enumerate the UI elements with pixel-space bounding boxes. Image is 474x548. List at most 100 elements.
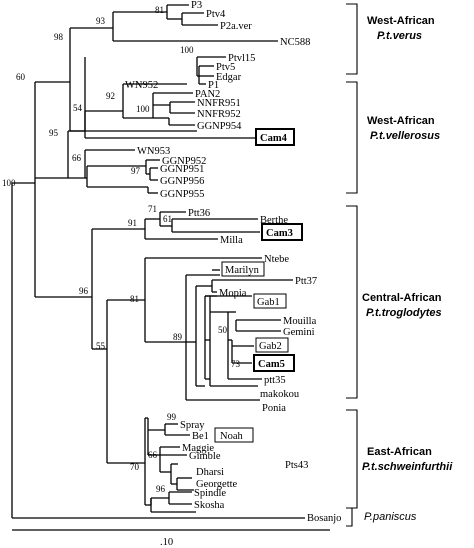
tip-label-GGNP951: GGNP951 xyxy=(160,164,204,175)
group-label-paniscus: P.paniscus xyxy=(364,511,417,523)
bootstrap-label: 70 xyxy=(130,462,140,472)
tip-label-Gimble: Gimble xyxy=(189,451,221,462)
tip-label-Maggie: Maggie xyxy=(182,443,214,454)
tip-label-Gemini: Gemini xyxy=(283,327,315,338)
bootstrap-label: 96 xyxy=(79,286,89,296)
group-label-central: Central-African xyxy=(362,292,442,304)
tip-label-Ptvl15: Ptvl15 xyxy=(228,53,255,64)
bootstrap-label: 100 xyxy=(2,178,16,188)
bootstrap-label: 92 xyxy=(106,91,115,101)
bootstrap-label: 81 xyxy=(155,5,164,15)
tip-label-Bosanjo: Bosanjo xyxy=(307,513,341,524)
tip-label-Ntebe: Ntebe xyxy=(264,254,289,265)
tip-label-Skosha: Skosha xyxy=(194,500,225,511)
central-leaf-branches xyxy=(205,269,220,297)
bootstrap-label: 100 xyxy=(136,104,150,114)
tip-label-P1: P1 xyxy=(208,80,219,91)
tip-label-WN953: WN953 xyxy=(137,146,170,157)
tip-label-NNFR951: NNFR951 xyxy=(197,98,241,109)
group-label-east: East-African xyxy=(367,446,432,458)
bracket-vellerosus xyxy=(346,81,358,194)
tip-label-WN952: WN952 xyxy=(125,80,158,91)
tip-label-Gab1: Gab1 xyxy=(257,297,280,308)
gab2-highlight-box xyxy=(255,337,289,353)
bootstrap-label: 60 xyxy=(16,72,26,82)
tip-label-ptt35: ptt35 xyxy=(264,375,286,386)
tip-label-Dharsi: Dharsi xyxy=(196,467,224,478)
tip-label-GGNP954: GGNP954 xyxy=(197,121,242,132)
bootstrap-label: 66 xyxy=(72,153,82,163)
bootstrap-values: 81 93 98 100 60 92 100 54 95 97 66 100 7… xyxy=(2,5,241,494)
tip-label-NC588: NC588 xyxy=(280,37,310,48)
bootstrap-label: 50 xyxy=(218,325,228,335)
tip-label-GGNP956: GGNP956 xyxy=(160,176,204,187)
scale-bar-label: .10 xyxy=(160,537,173,548)
tip-labels: P3 Ptv4 P2a.ver NC588 Ptvl15 Ptv5 Edgar … xyxy=(125,0,341,524)
tip-label-Cam4: Cam4 xyxy=(260,133,288,144)
group-labels: West-African P.t.verus West-African P.t.… xyxy=(362,15,453,523)
tip-label-GGNP955: GGNP955 xyxy=(160,189,204,200)
bootstrap-label: 89 xyxy=(173,332,183,342)
tip-label-Milla: Milla xyxy=(220,235,243,246)
group-label-schweinfurthii-species: P.t.schweinfurthii xyxy=(362,461,453,473)
bootstrap-label: 95 xyxy=(49,128,59,138)
bootstrap-label: 66 xyxy=(148,450,158,460)
cam3-highlight-box xyxy=(261,223,303,241)
bracket-verus xyxy=(346,3,358,75)
group-label-troglodytes-species: P.t.troglodytes xyxy=(366,307,442,319)
tip-label-Mopia: Mopia xyxy=(219,288,247,299)
tip-label-NNFR952: NNFR952 xyxy=(197,109,241,120)
tip-label-Gab2: Gab2 xyxy=(259,341,282,352)
tip-label-Mouilla: Mouilla xyxy=(283,316,317,327)
gab1-highlight-box xyxy=(253,293,287,309)
tip-label-Bel: Be1 xyxy=(192,431,209,442)
bootstrap-label: 91 xyxy=(128,218,137,228)
tip-label-P2aver: P2a.ver xyxy=(220,21,252,32)
tip-label-Marilyn: Marilyn xyxy=(225,265,260,276)
bootstrap-label: 54 xyxy=(73,103,83,113)
scale-bar: .10 xyxy=(12,529,330,548)
tip-label-Pts43: Pts43 xyxy=(285,460,308,471)
tree-branches xyxy=(11,4,305,519)
bootstrap-label: 71 xyxy=(148,204,157,214)
tip-label-Spindle: Spindle xyxy=(194,488,226,499)
tip-label-Ptt36: Ptt36 xyxy=(188,208,210,219)
bootstrap-label: 96 xyxy=(156,484,166,494)
tip-label-Ptv4: Ptv4 xyxy=(206,9,226,20)
bootstrap-label: 73 xyxy=(231,359,241,369)
tip-label-Ptt37: Ptt37 xyxy=(295,276,317,287)
bracket-schweinfurthii xyxy=(346,409,358,509)
noah-highlight-box xyxy=(214,427,254,443)
tip-label-makokou: makokou xyxy=(260,389,300,400)
tip-label-Spray: Spray xyxy=(180,420,205,431)
bracket-troglodytes xyxy=(346,205,358,399)
tip-label-Cam5: Cam5 xyxy=(258,359,285,370)
group-label-vellerosus-species: P.t.vellerosus xyxy=(370,130,440,142)
tip-label-Edgar: Edgar xyxy=(216,72,242,83)
bootstrap-label: 61 xyxy=(163,214,172,224)
cam5-highlight-box xyxy=(253,354,295,372)
tip-label-PAN2: PAN2 xyxy=(195,89,220,100)
bootstrap-label: 81 xyxy=(130,294,139,304)
tip-label-GGNP952: GGNP952 xyxy=(162,156,206,167)
cam4-highlight-box xyxy=(255,128,295,146)
group-label-verus-species: P.t.verus xyxy=(377,30,422,42)
bootstrap-label: 100 xyxy=(180,45,194,55)
tip-label-Berthe: Berthe xyxy=(260,215,288,226)
bracket-paniscus xyxy=(346,507,353,527)
bootstrap-label: 98 xyxy=(54,32,64,42)
group-label-west-verus: West-African xyxy=(367,15,435,27)
tip-label-Cam3: Cam3 xyxy=(266,228,293,239)
tip-label-Ponia: Ponia xyxy=(262,403,286,414)
bootstrap-label: 93 xyxy=(96,16,106,26)
bootstrap-label: 55 xyxy=(96,341,106,351)
group-label-west-vellerosus: West-African xyxy=(367,115,435,127)
tip-label-Ptv5: Ptv5 xyxy=(216,62,235,73)
tip-label-P3: P3 xyxy=(191,0,202,11)
bootstrap-label: 97 xyxy=(131,166,141,176)
marilyn-highlight-box xyxy=(221,261,265,277)
group-brackets xyxy=(346,3,358,527)
tip-label-Georgette: Georgette xyxy=(196,479,238,490)
